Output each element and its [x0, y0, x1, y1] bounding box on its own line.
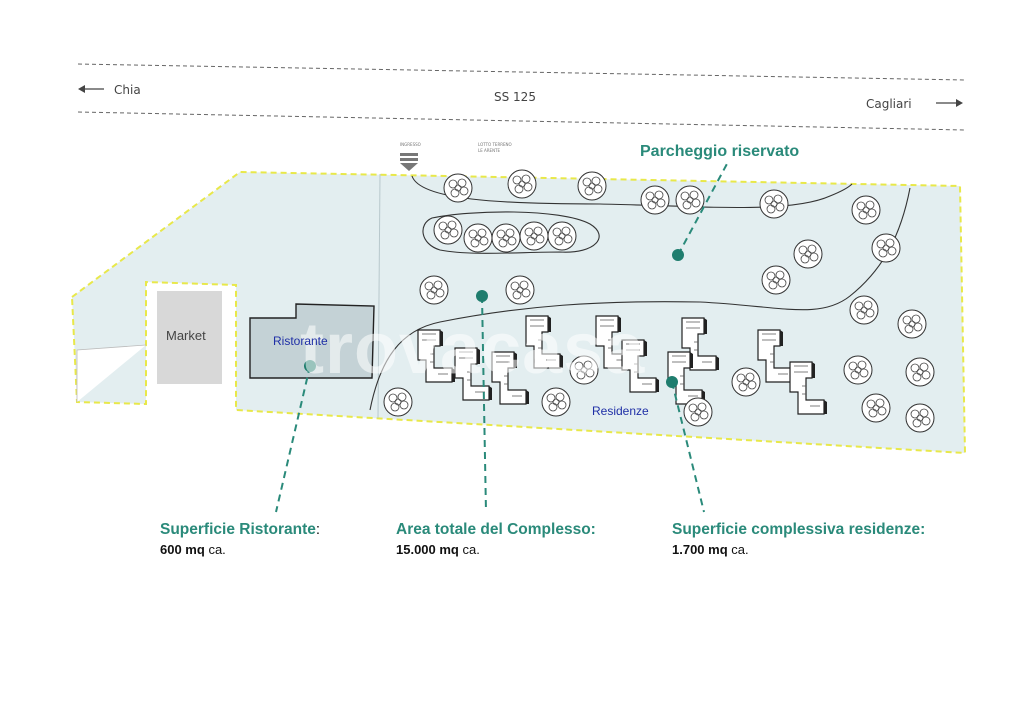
- arrow-left-icon: [78, 85, 104, 93]
- road-left-label: Chia: [114, 83, 141, 97]
- lotto-label-2: LE ARENTE: [478, 148, 501, 153]
- stat-complex-unit: ca.: [462, 542, 480, 557]
- residences-label: Residenze: [592, 404, 649, 418]
- stat-residences-unit: ca.: [731, 542, 749, 557]
- stat-residences-title: Superficie complessiva residenze:: [672, 521, 926, 538]
- restaurant-label: Ristorante: [273, 334, 328, 348]
- leader-lines: [275, 161, 729, 513]
- market-label: Market: [166, 328, 206, 343]
- parking-title: Parcheggio riservato: [640, 143, 800, 160]
- road-name-label: SS 125: [494, 90, 536, 104]
- stat-complex: Area totale del Complesso: 15.000 mq ca.: [396, 521, 596, 557]
- stat-restaurant-value: 600 mq: [160, 542, 205, 557]
- stat-restaurant-title: Superficie Ristorante: [160, 521, 316, 538]
- entrance-label: INGRESSO: [400, 142, 421, 147]
- road: [77, 63, 966, 131]
- stat-restaurant-unit: ca.: [208, 542, 226, 557]
- watermark: trovacasa: [300, 309, 646, 389]
- lotto-label-1: LOTTO TERRENO: [478, 142, 512, 147]
- entrance-arrow-icon: [400, 153, 418, 171]
- stat-restaurant-colon: :: [315, 521, 321, 538]
- stat-residences: Superficie complessiva residenze: 1.700 …: [672, 521, 925, 557]
- stat-restaurant: Superficie Ristorante: 600 mq ca.: [160, 521, 320, 557]
- restaurant-building: [249, 303, 375, 379]
- stat-complex-value: 15.000 mq: [396, 542, 459, 557]
- market-building: [157, 291, 222, 384]
- arrow-right-icon: [936, 99, 963, 107]
- marker-dot-icon: [304, 249, 684, 388]
- stat-residences-value: 1.700 mq: [672, 542, 728, 557]
- stat-complex-title: Area totale del Complesso:: [396, 521, 596, 538]
- road-right-label: Cagliari: [866, 97, 912, 111]
